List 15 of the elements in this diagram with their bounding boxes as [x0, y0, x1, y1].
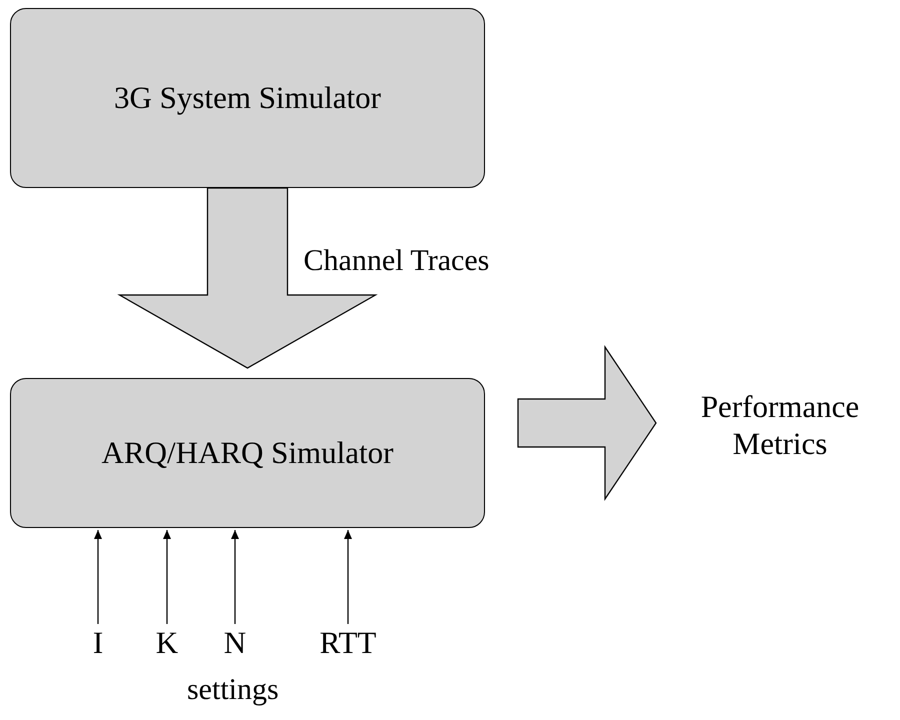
box-title: 3G System Simulator [114, 79, 381, 117]
block-arrow [117, 187, 378, 369]
process-box [10, 378, 485, 528]
arrow [94, 530, 102, 624]
arrow [344, 530, 352, 624]
arrow [163, 530, 171, 624]
block-arrow [517, 345, 657, 501]
node-text: RTT [320, 624, 376, 662]
node-text: Performance Metrics [700, 388, 860, 462]
box-title: ARQ/HARQ Simulator [102, 434, 394, 472]
node-text: N [224, 624, 246, 662]
node-text: K [156, 624, 178, 662]
node-text: I [92, 624, 104, 662]
arrow [231, 530, 239, 624]
process-box [10, 8, 485, 188]
